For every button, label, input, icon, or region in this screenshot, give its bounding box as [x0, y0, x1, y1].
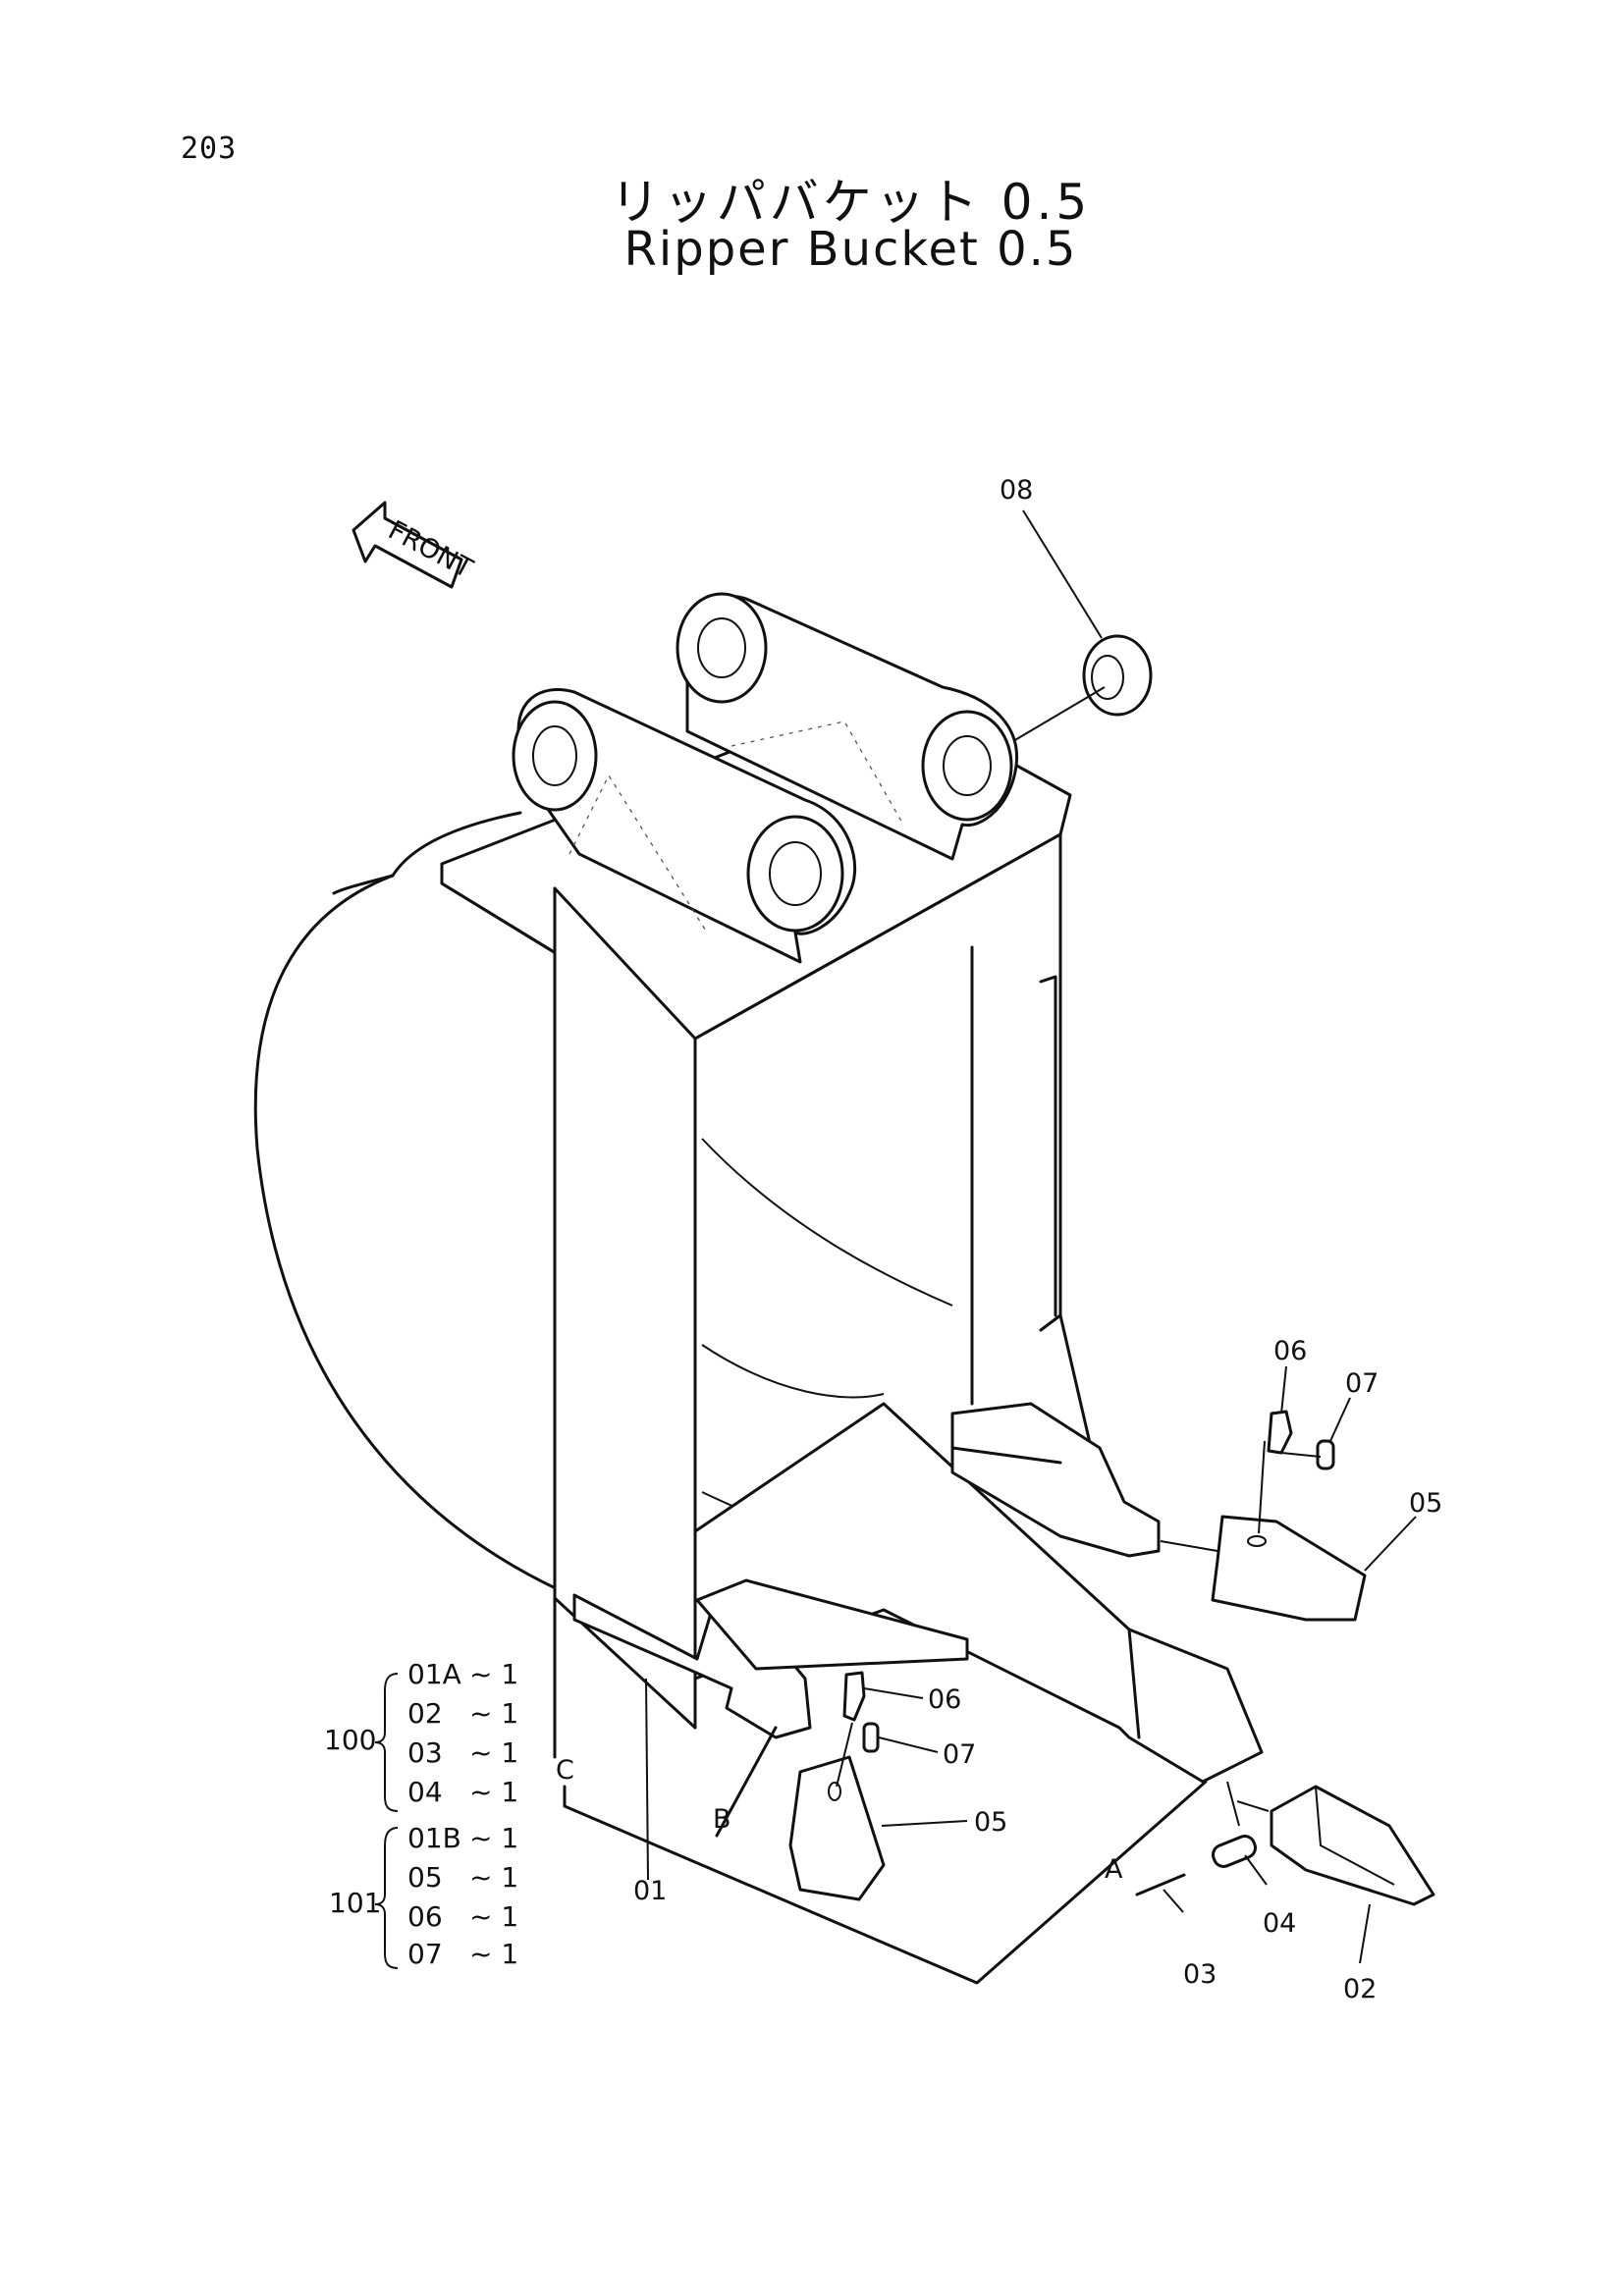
callout-07-upper: 07	[1345, 1368, 1379, 1399]
sleeve-04	[1211, 1835, 1258, 1868]
tooth-05-upper	[1211, 1515, 1367, 1622]
callout-labels: 08 06 07 05 06 07 05 01 02 03 04 A B C	[556, 475, 1442, 2004]
bom-100-part-1: 01A	[407, 1658, 461, 1690]
bom-100-id: 100	[324, 1724, 376, 1756]
bushing-08	[1082, 634, 1153, 717]
bucket-shell	[253, 811, 562, 1592]
rear-adapter	[950, 1402, 1161, 1558]
bom-101-part-4: 07	[407, 1938, 443, 1970]
bom-group-100: 100 01A ~ 1 02 ~ 1 03 ~ 1 04 ~ 1	[324, 1658, 518, 1812]
bom-100-qty-2: ~ 1	[469, 1697, 518, 1730]
callout-ref-A: A	[1105, 1854, 1123, 1885]
title-english: Ripper Bucket 0.5	[623, 222, 1078, 277]
title-japanese: リッパバケット 0.5	[610, 174, 1092, 231]
callout-ref-B: B	[713, 1804, 731, 1835]
bom-101-part-3: 06	[407, 1900, 443, 1933]
right-column	[970, 832, 1092, 1445]
callout-01: 01	[633, 1876, 667, 1906]
pin-06-lower	[842, 1671, 866, 1722]
callout-07-lower: 07	[943, 1739, 976, 1770]
bom-101-qty-1: ~ 1	[469, 1822, 518, 1854]
callout-ref-C: C	[556, 1755, 574, 1786]
callout-05-lower: 05	[974, 1807, 1007, 1838]
tooth-02	[1270, 1785, 1435, 1906]
lock-07-lower	[862, 1722, 880, 1753]
bom-101-part-2: 05	[407, 1861, 443, 1894]
callout-02: 02	[1343, 1974, 1377, 2004]
bom-group-101: 101 01B ~ 1 05 ~ 1 06 ~ 1 07 ~ 1	[329, 1822, 518, 1970]
tooth-05-lower	[788, 1755, 886, 1901]
callout-06-lower: 06	[928, 1684, 961, 1715]
callout-06-upper: 06	[1273, 1336, 1307, 1366]
bom-100-part-4: 04	[407, 1776, 443, 1808]
page-number: 203	[181, 132, 238, 166]
pin-06-upper	[1267, 1410, 1293, 1455]
bom-100-qty-3: ~ 1	[469, 1736, 518, 1769]
rear-bracket	[676, 592, 1019, 861]
leader-lines	[645, 509, 1417, 1964]
bom-101-qty-3: ~ 1	[469, 1900, 518, 1933]
callout-04: 04	[1263, 1908, 1296, 1939]
callout-05-upper: 05	[1409, 1488, 1442, 1519]
callout-08: 08	[1000, 475, 1033, 506]
bom-101-id: 101	[329, 1887, 381, 1919]
bom-100-qty-1: ~ 1	[469, 1658, 518, 1690]
callout-03: 03	[1183, 1959, 1217, 1990]
front-bracket	[512, 687, 904, 964]
bom-101-qty-2: ~ 1	[469, 1861, 518, 1894]
bom-100-part-3: 03	[407, 1736, 443, 1769]
reference-lines	[563, 1726, 1208, 1985]
left-lower-shank	[572, 1578, 969, 1739]
bom-100-qty-4: ~ 1	[469, 1776, 518, 1808]
pin-03	[1135, 1873, 1186, 1896]
bom-101-part-1: 01B	[407, 1822, 461, 1854]
lock-07-upper	[1316, 1439, 1335, 1470]
front-arrow: FRONT	[352, 501, 478, 589]
bom-101-qty-4: ~ 1	[469, 1938, 518, 1970]
left-column	[553, 886, 697, 1759]
bom-100-part-2: 02	[407, 1697, 443, 1730]
